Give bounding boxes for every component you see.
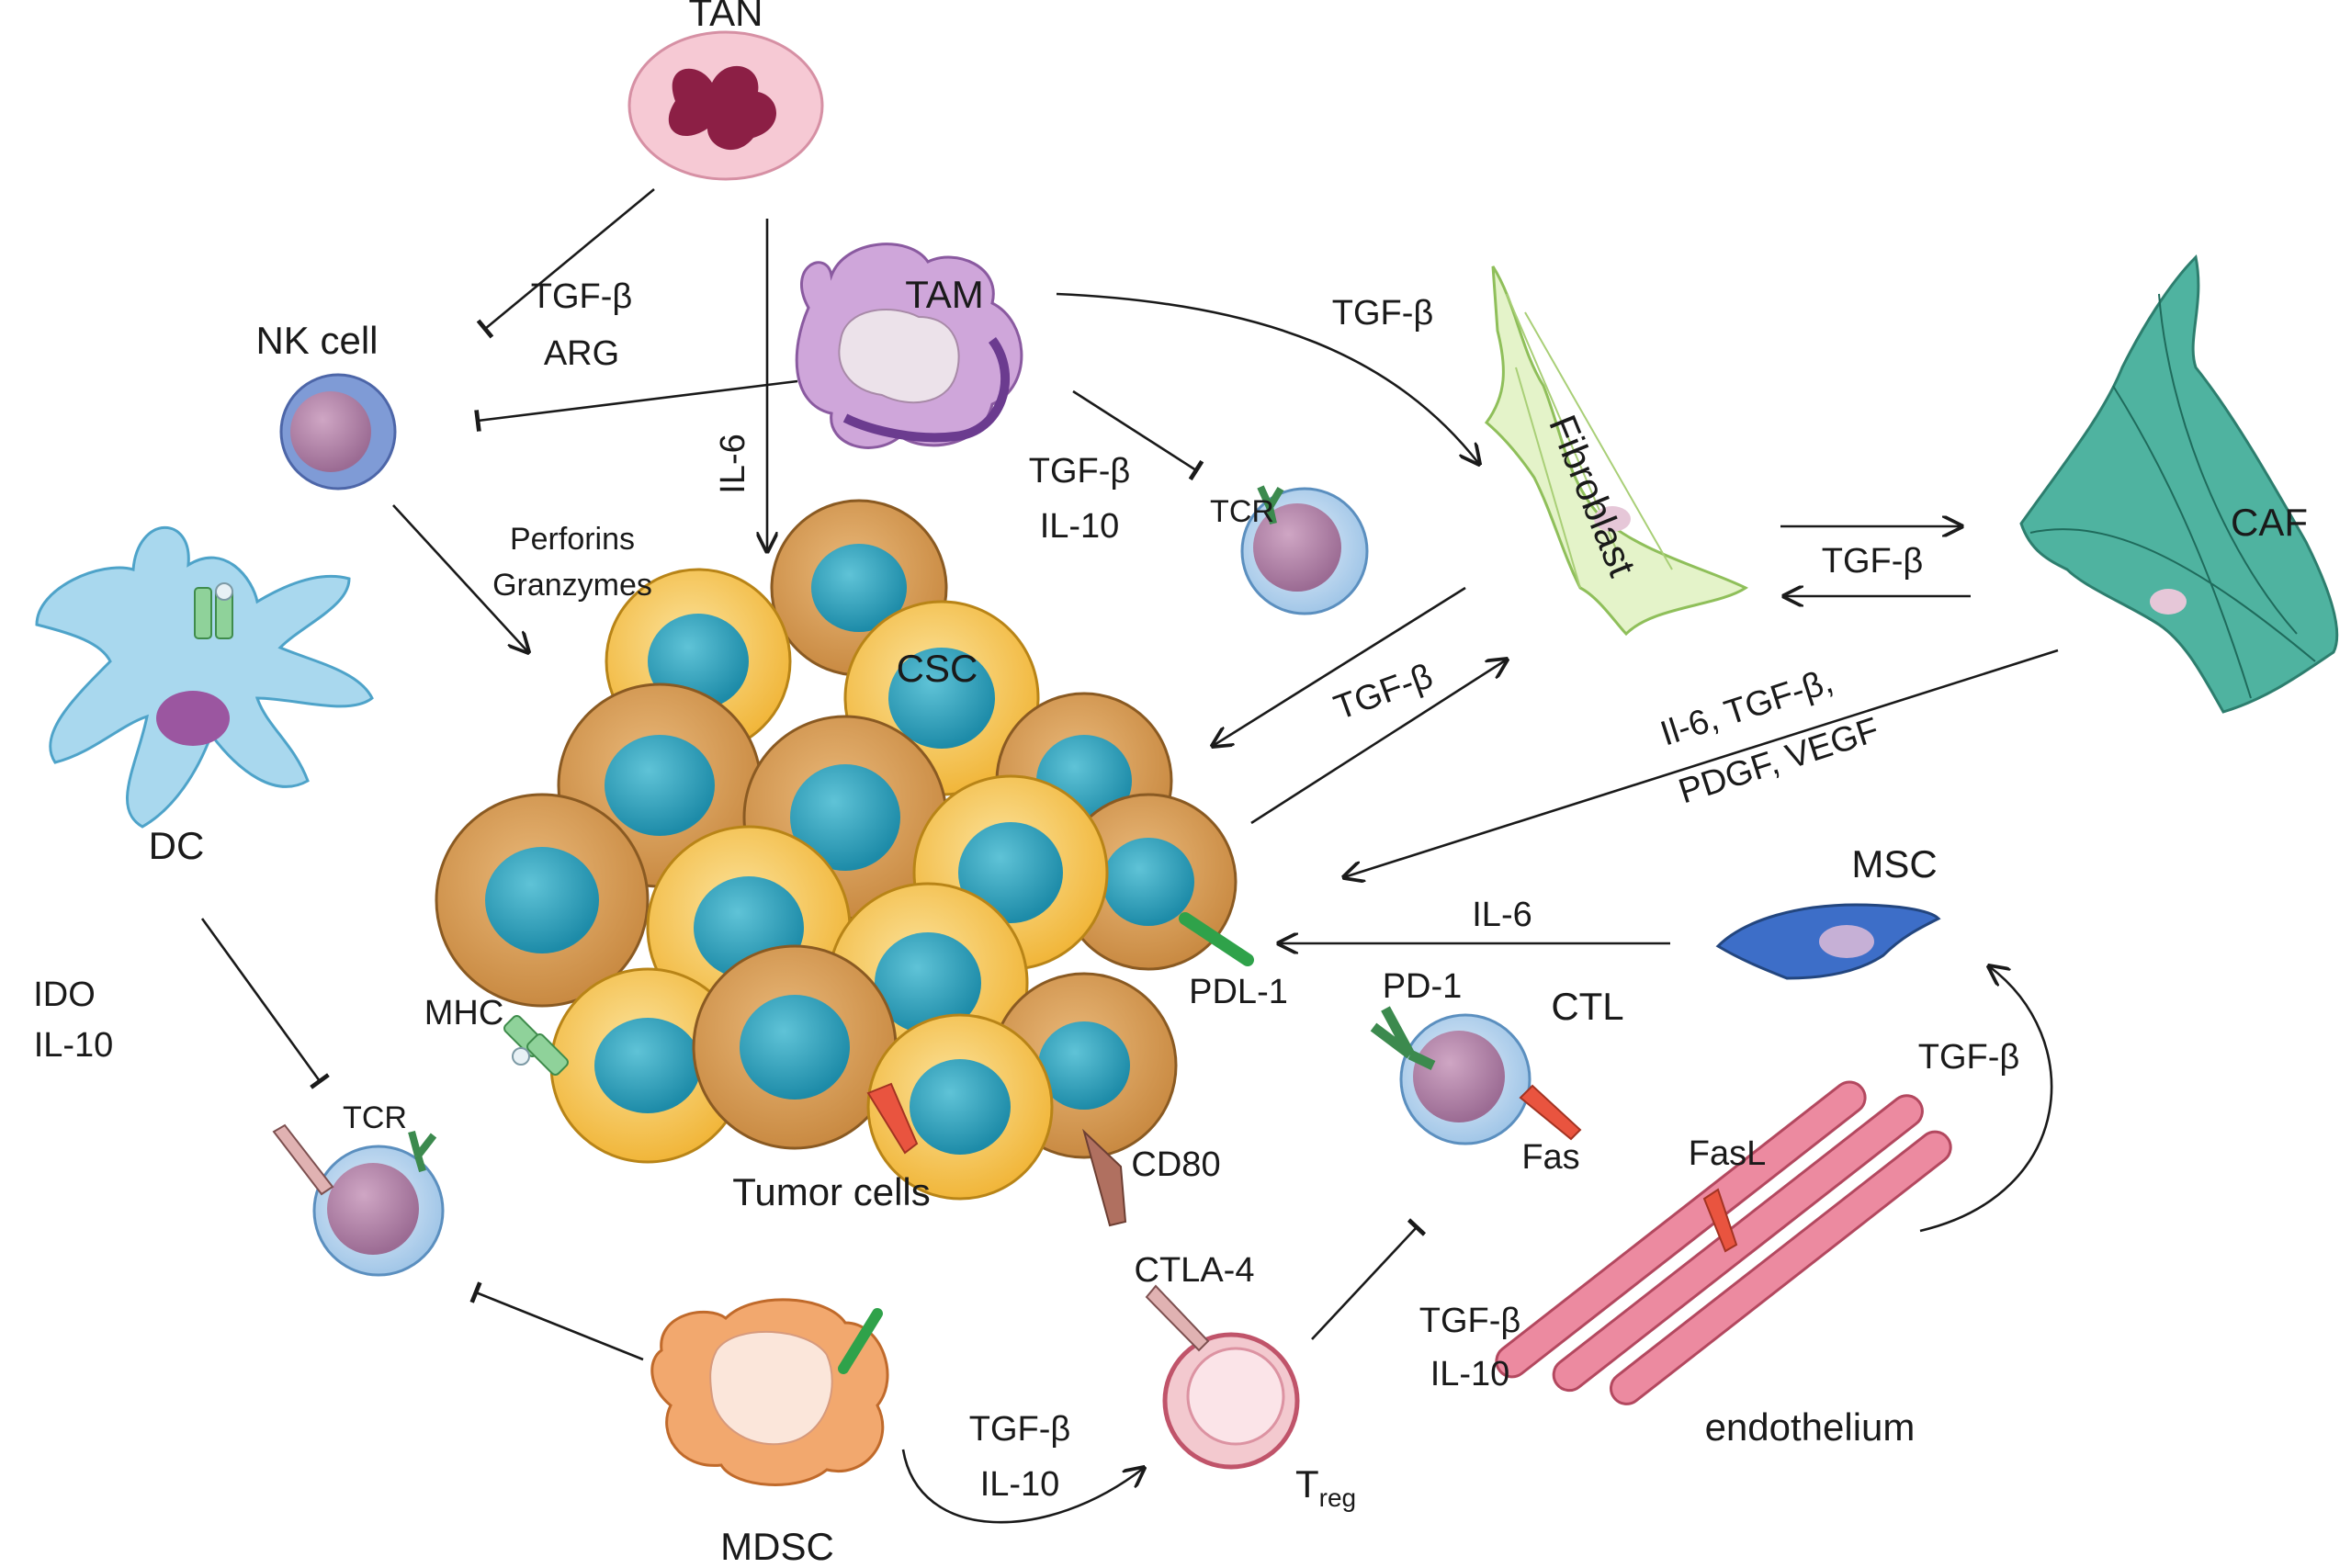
tan-nk-signal-2: ARG [544,334,619,373]
tam-fibroblast-signal: TGF-β [1332,294,1434,333]
tam-inhibits-nk-line [474,379,798,432]
msc-cell [1715,903,1941,980]
treg-cell [1145,1284,1300,1470]
treg-inhibits-ctl-line [1311,1218,1427,1340]
tam-inhibits-tcr-line [1072,389,1204,481]
ctl-cell [1370,1006,1582,1145]
mdsc-treg-signal-1: TGF-β [969,1410,1071,1449]
csc-label: CSC [897,647,978,690]
tcr-top-label: TCR [1210,494,1274,529]
labels: TAN TAM NK cell DC Fibroblast CAF MSC CT… [33,0,2308,1568]
tumor-cells-label: Tumor cells [732,1170,930,1213]
tam-tcr-signal-2: IL-10 [1040,507,1120,546]
msc-tumor-signal: IL-6 [1472,896,1532,934]
tam-to-fibroblast-arrow [1056,292,1479,464]
tumor-cell-14 [866,1013,1054,1201]
cd80-receptor-icon [1082,1128,1127,1227]
dc-inhibits-tcell-line [200,918,330,1089]
mhc-label: MHC [424,994,504,1032]
endothelium [1495,1080,1952,1405]
tcr-top-receptor-icon [1257,485,1284,525]
tumor-red-receptor-icon [866,1082,919,1155]
il10-dc-label: IL-10 [34,1026,114,1065]
granzymes-label: Granzymes [492,568,652,603]
ctl-label: CTL [1551,985,1623,1028]
pdl1-receptor-icon [1179,912,1254,966]
tcr-left-label: TCR [343,1100,407,1135]
ido-label: IDO [33,976,96,1014]
tam-label: TAM [905,273,984,316]
mhc-receptor-icon [503,1015,569,1076]
tumor-cell-12 [549,967,746,1164]
mdsc-label: MDSC [720,1525,834,1568]
cd80-label: CD80 [1131,1145,1220,1184]
tcr-left-receptor-icon [408,1130,437,1173]
treg-ctl-signal-1: TGF-β [1419,1302,1521,1340]
caf-cell [2019,254,2339,714]
pd1-receptor-icon [1370,1006,1436,1070]
il6-signal: IL-6 [714,434,752,493]
tcell-top [1240,485,1369,615]
msc-label: MSC [1851,842,1937,886]
fibroblast-to-tumor-arrow [1213,586,1466,746]
tan-label: TAN [689,0,763,34]
nk-cell [279,373,397,491]
fib-caf-signal: TGF-β [1822,542,1924,581]
mdsc-receptor-icon [838,1308,883,1374]
mdsc-treg-signal-2: IL-10 [980,1465,1060,1504]
treg-ctl-signal-2: IL-10 [1430,1355,1510,1393]
ctla4-label: CTLA-4 [1135,1251,1255,1290]
fas-receptor-icon [1519,1084,1582,1141]
treg-label: Treg [1295,1462,1356,1512]
mdsc-inhibits-tcell-line [469,1281,644,1361]
ctla4-receptor-icon [1145,1284,1210,1352]
tam-tcr-signal-1: TGF-β [1029,452,1131,491]
fas-label: Fas [1521,1138,1579,1177]
perforins-label: Perforins [510,522,635,557]
tumor-cell-8 [435,793,650,1008]
tan-cell [627,30,824,181]
tumor-to-fibroblast-arrow [1250,660,1507,825]
fibroblast-cell [1484,265,1748,637]
fasl-label: FasL [1689,1134,1766,1173]
nk-cell-label: NK cell [255,319,378,362]
pdl1-label: PDL-1 [1189,973,1288,1011]
dc-cell [35,525,374,829]
tam-cell [795,243,1023,449]
caf-label: CAF [2231,501,2308,544]
tumor-cell-13 [692,944,898,1150]
tcell-left-ctla-receptor-icon [272,1123,334,1196]
tan-inhibits-nk-line [476,187,655,339]
mdsc-to-treg-arrow [901,1449,1144,1524]
dc-mhc-receptor-icon [194,582,233,639]
tan-nk-signal-1: TGF-β [531,277,633,316]
endothelium-label: endothelium [1705,1405,1916,1449]
mdsc-cell [650,1298,889,1486]
endo-msc-signal: TGF-β [1918,1038,2020,1077]
pd1-label: PD-1 [1383,967,1463,1006]
tumor-mass [435,499,1254,1227]
tcell-left [272,1123,445,1277]
fasl-receptor-icon [1702,1188,1738,1253]
dc-label: DC [149,824,205,867]
nk-perforin-arrow [392,504,528,652]
fib-tumor-signal: TGF-β [1329,657,1438,728]
endothelium-to-msc-arrow [1919,966,2053,1233]
caf-to-tumor-arrow [1344,649,2059,877]
arrows-layer [200,187,2059,1524]
